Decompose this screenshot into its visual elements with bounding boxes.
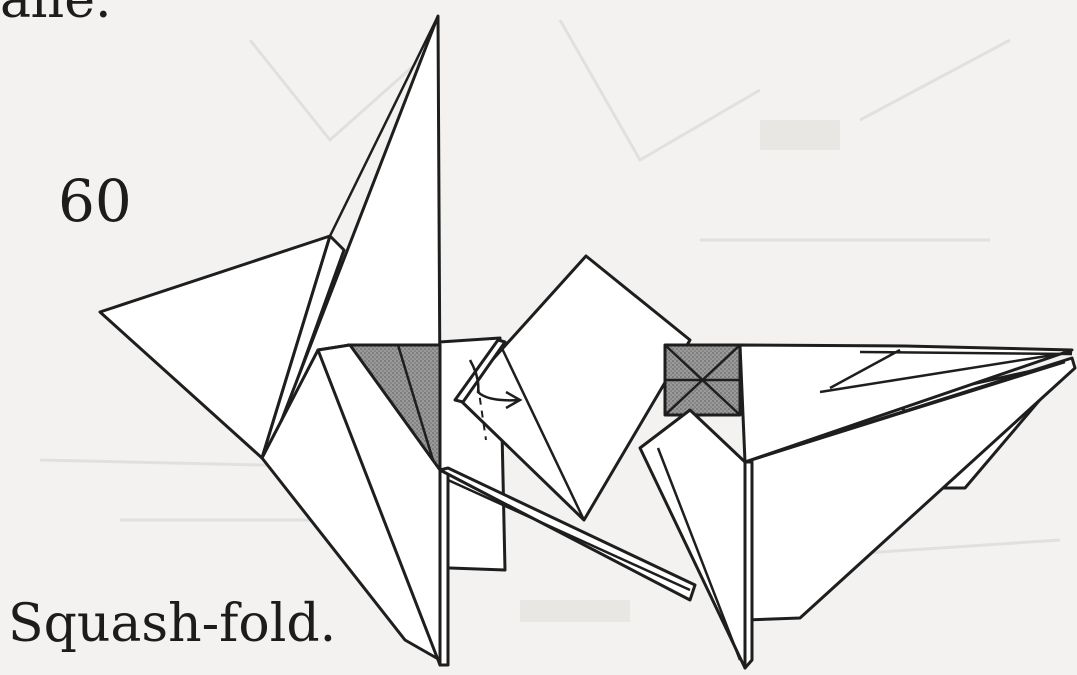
instruction-text: Squash-fold. xyxy=(8,598,336,650)
left-leg-inner xyxy=(440,470,448,665)
right-leg-inner xyxy=(745,462,752,668)
